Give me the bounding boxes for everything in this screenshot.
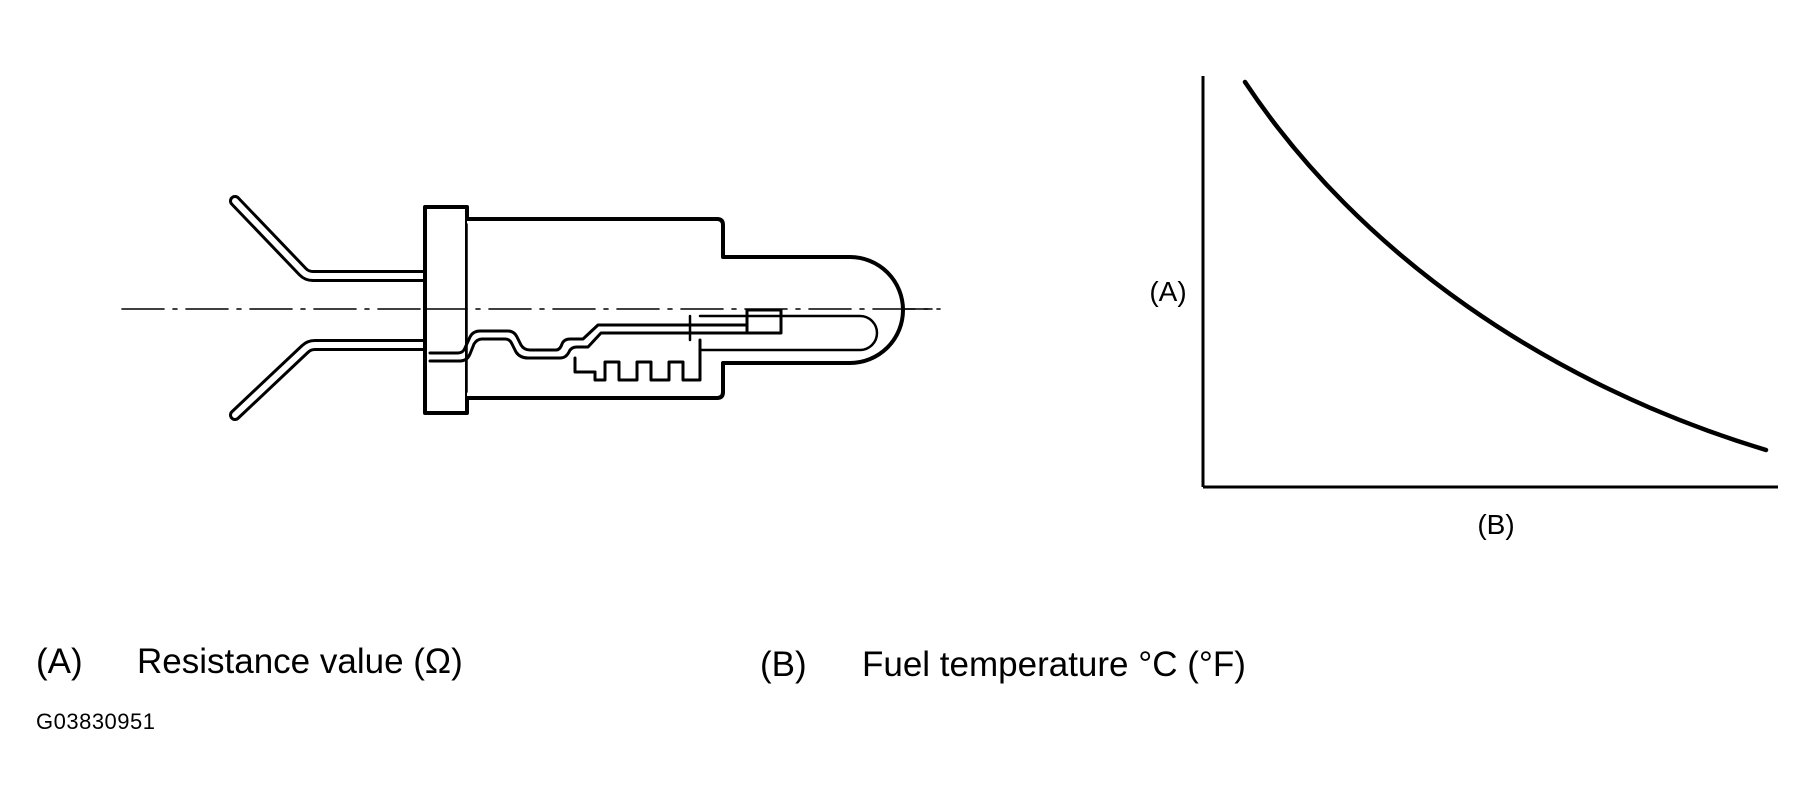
figure-id: G03830951 <box>36 709 156 734</box>
inner-tip-contour <box>698 314 879 352</box>
legend-item-b: (B) Fuel temperature °C (°F) <box>760 645 1246 685</box>
internal-lead-wire <box>428 323 749 355</box>
legend-item-a: (A) Resistance value (Ω) <box>36 642 463 682</box>
resistance-temperature-graph: (A) (B) <box>1149 76 1778 540</box>
upper-terminal <box>229 195 431 282</box>
internal-fins <box>593 338 702 382</box>
legend-description-a: Resistance value (Ω) <box>137 642 463 681</box>
graph-y-axis-label: (A) <box>1149 276 1186 307</box>
resistance-curve <box>1242 79 1769 453</box>
graph-x-axis-label: (B) <box>1477 509 1514 540</box>
legend-description-b: Fuel temperature °C (°F) <box>862 645 1246 684</box>
lower-terminal <box>229 339 431 421</box>
legend-key-a: (A) <box>36 642 83 681</box>
thermistor-element <box>745 308 783 335</box>
sensor-cross-section-drawing <box>121 195 941 421</box>
sensor-flange <box>423 205 469 415</box>
legend-key-b: (B) <box>760 645 807 684</box>
